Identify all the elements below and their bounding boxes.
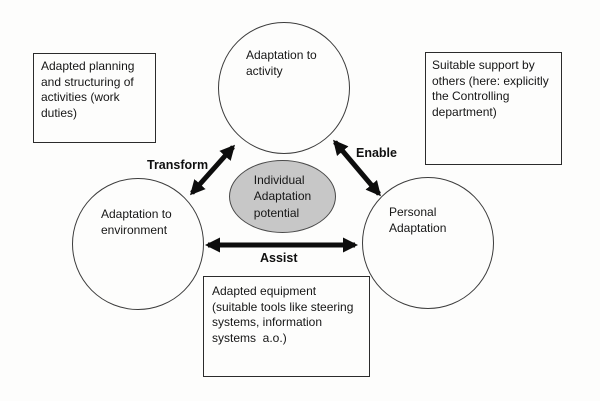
enable-edge-label: Enable: [356, 146, 397, 160]
node-individual-adaptation-potential: Individual Adaptation potential: [229, 160, 336, 233]
assist-edge-label: Assist: [260, 251, 298, 265]
node-adaptation-to-activity-label: Adaptation to activity: [246, 48, 317, 78]
equipment-note-box: Adapted equipment (suitable tools like s…: [203, 276, 370, 377]
equipment-note-text: Adapted equipment (suitable tools like s…: [212, 284, 354, 345]
node-individual-adaptation-potential-label: Individual Adaptation potential: [253, 172, 312, 220]
node-adaptation-to-environment-label: Adaptation to environment: [101, 207, 172, 237]
planning-note-text: Adapted planning and structuring of acti…: [41, 59, 135, 120]
node-adaptation-to-activity: Adaptation to activity: [218, 22, 350, 154]
planning-note-box: Adapted planning and structuring of acti…: [33, 53, 156, 143]
support-note-box: Suitable support by others (here: explic…: [425, 52, 562, 165]
transform-edge-label: Transform: [147, 158, 209, 172]
node-adaptation-to-environment: Adaptation to environment: [72, 178, 204, 310]
node-personal-adaptation-label: Personal Adaptation: [389, 205, 447, 235]
node-personal-adaptation: Personal Adaptation: [362, 177, 494, 309]
support-note-text: Suitable support by others (here: explic…: [432, 58, 549, 119]
